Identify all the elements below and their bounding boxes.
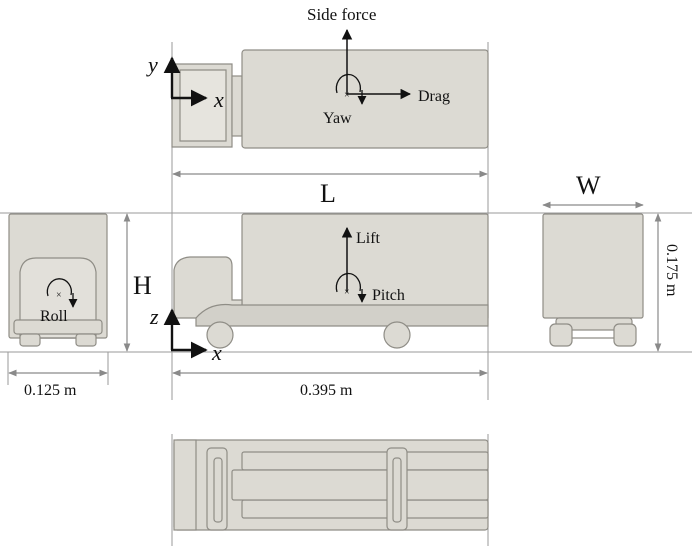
front-view-forces: ×	[46, 278, 78, 308]
front-view	[8, 213, 108, 347]
width-value: 0.125 m	[24, 382, 77, 399]
length-symbol: L	[320, 179, 336, 208]
top-y-axis-label: y	[146, 52, 158, 77]
side-view	[173, 213, 489, 349]
side-x-axis-label: x	[211, 340, 222, 365]
lift-label: Lift	[356, 230, 381, 247]
bottom-view	[173, 439, 489, 531]
width-symbol: W	[576, 171, 601, 200]
side-force-label: Side force	[307, 5, 376, 24]
top-x-axis-label: x	[213, 87, 224, 112]
roll-center-marker: ×	[56, 290, 62, 301]
side-z-axis-label: z	[149, 304, 159, 329]
roll-label: Roll	[40, 308, 68, 325]
yaw-center-marker: ×	[344, 90, 350, 101]
drag-label: Drag	[418, 88, 450, 105]
pitch-label: Pitch	[372, 287, 405, 304]
length-value: 0.395 m	[300, 382, 353, 399]
top-axes	[163, 56, 208, 107]
side-axes	[163, 308, 208, 359]
rear-view	[542, 213, 644, 347]
height-value: 0.175 m	[663, 244, 680, 297]
side-view-forces: ×	[335, 226, 367, 303]
height-symbol: H	[133, 271, 152, 300]
top-view-forces: ×	[335, 28, 412, 105]
yaw-label: Yaw	[323, 110, 352, 127]
pitch-center-marker: ×	[344, 287, 350, 298]
